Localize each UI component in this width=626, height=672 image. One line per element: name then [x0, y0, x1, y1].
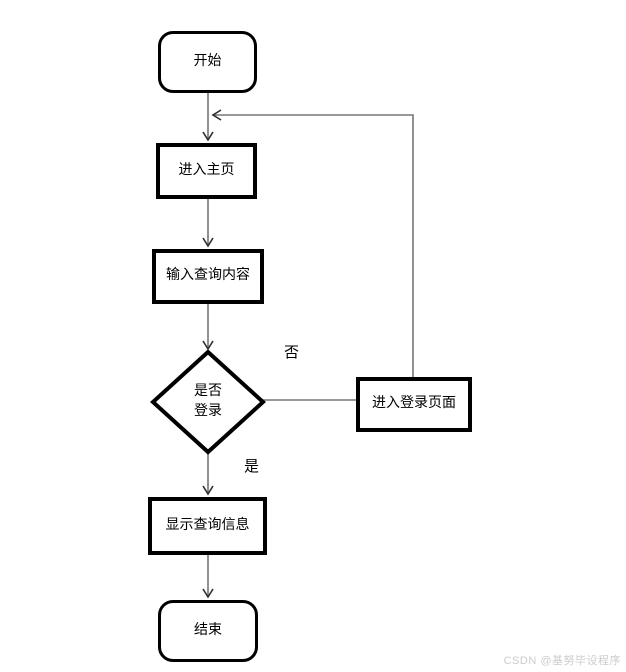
node-start-label: 开始	[193, 53, 222, 69]
node-decision-label: 是否登录	[194, 383, 222, 419]
node-input-label: 输入查询内容	[166, 268, 250, 284]
node-display: 显示查询信息	[148, 497, 267, 555]
watermark-text: CSDN @基努毕设程序	[503, 655, 621, 667]
node-end: 结束	[158, 600, 258, 662]
edge-login-to-home	[211, 109, 414, 377]
node-start: 开始	[158, 31, 257, 93]
node-home-label: 进入主页	[178, 162, 235, 178]
node-login: 进入登录页面	[356, 377, 472, 432]
edge-label-yes: 是	[244, 459, 260, 475]
edge-label-no: 否	[284, 345, 300, 361]
decision-shape	[150, 349, 266, 455]
node-input: 输入查询内容	[152, 249, 264, 304]
node-display-label: 显示查询信息	[165, 517, 250, 533]
node-login-label: 进入登录页面	[372, 396, 456, 412]
node-home: 进入主页	[156, 143, 257, 199]
node-decision: 是否登录	[186, 378, 230, 426]
node-end-label: 结束	[194, 622, 222, 638]
